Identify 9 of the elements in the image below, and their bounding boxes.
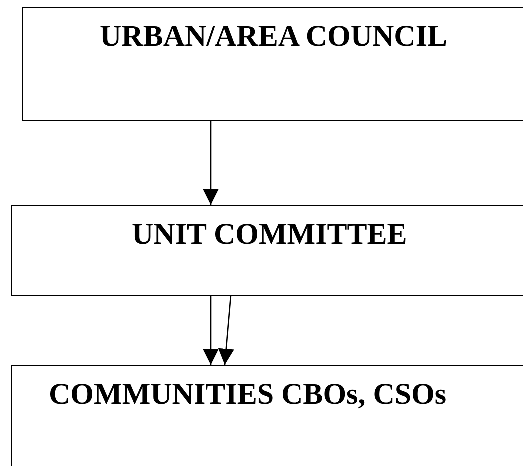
box-title: URBAN/AREA COUNCIL (100, 22, 448, 52)
process-box (22, 7, 523, 121)
arrow (203, 121, 219, 205)
box-title: COMMUNITIES CBOs, CSOs (49, 380, 447, 410)
process-box (11, 205, 523, 296)
arrow (203, 296, 219, 365)
process-box (11, 365, 523, 466)
arrow (218, 296, 234, 366)
box-title: UNIT COMMITTEE (132, 220, 408, 250)
